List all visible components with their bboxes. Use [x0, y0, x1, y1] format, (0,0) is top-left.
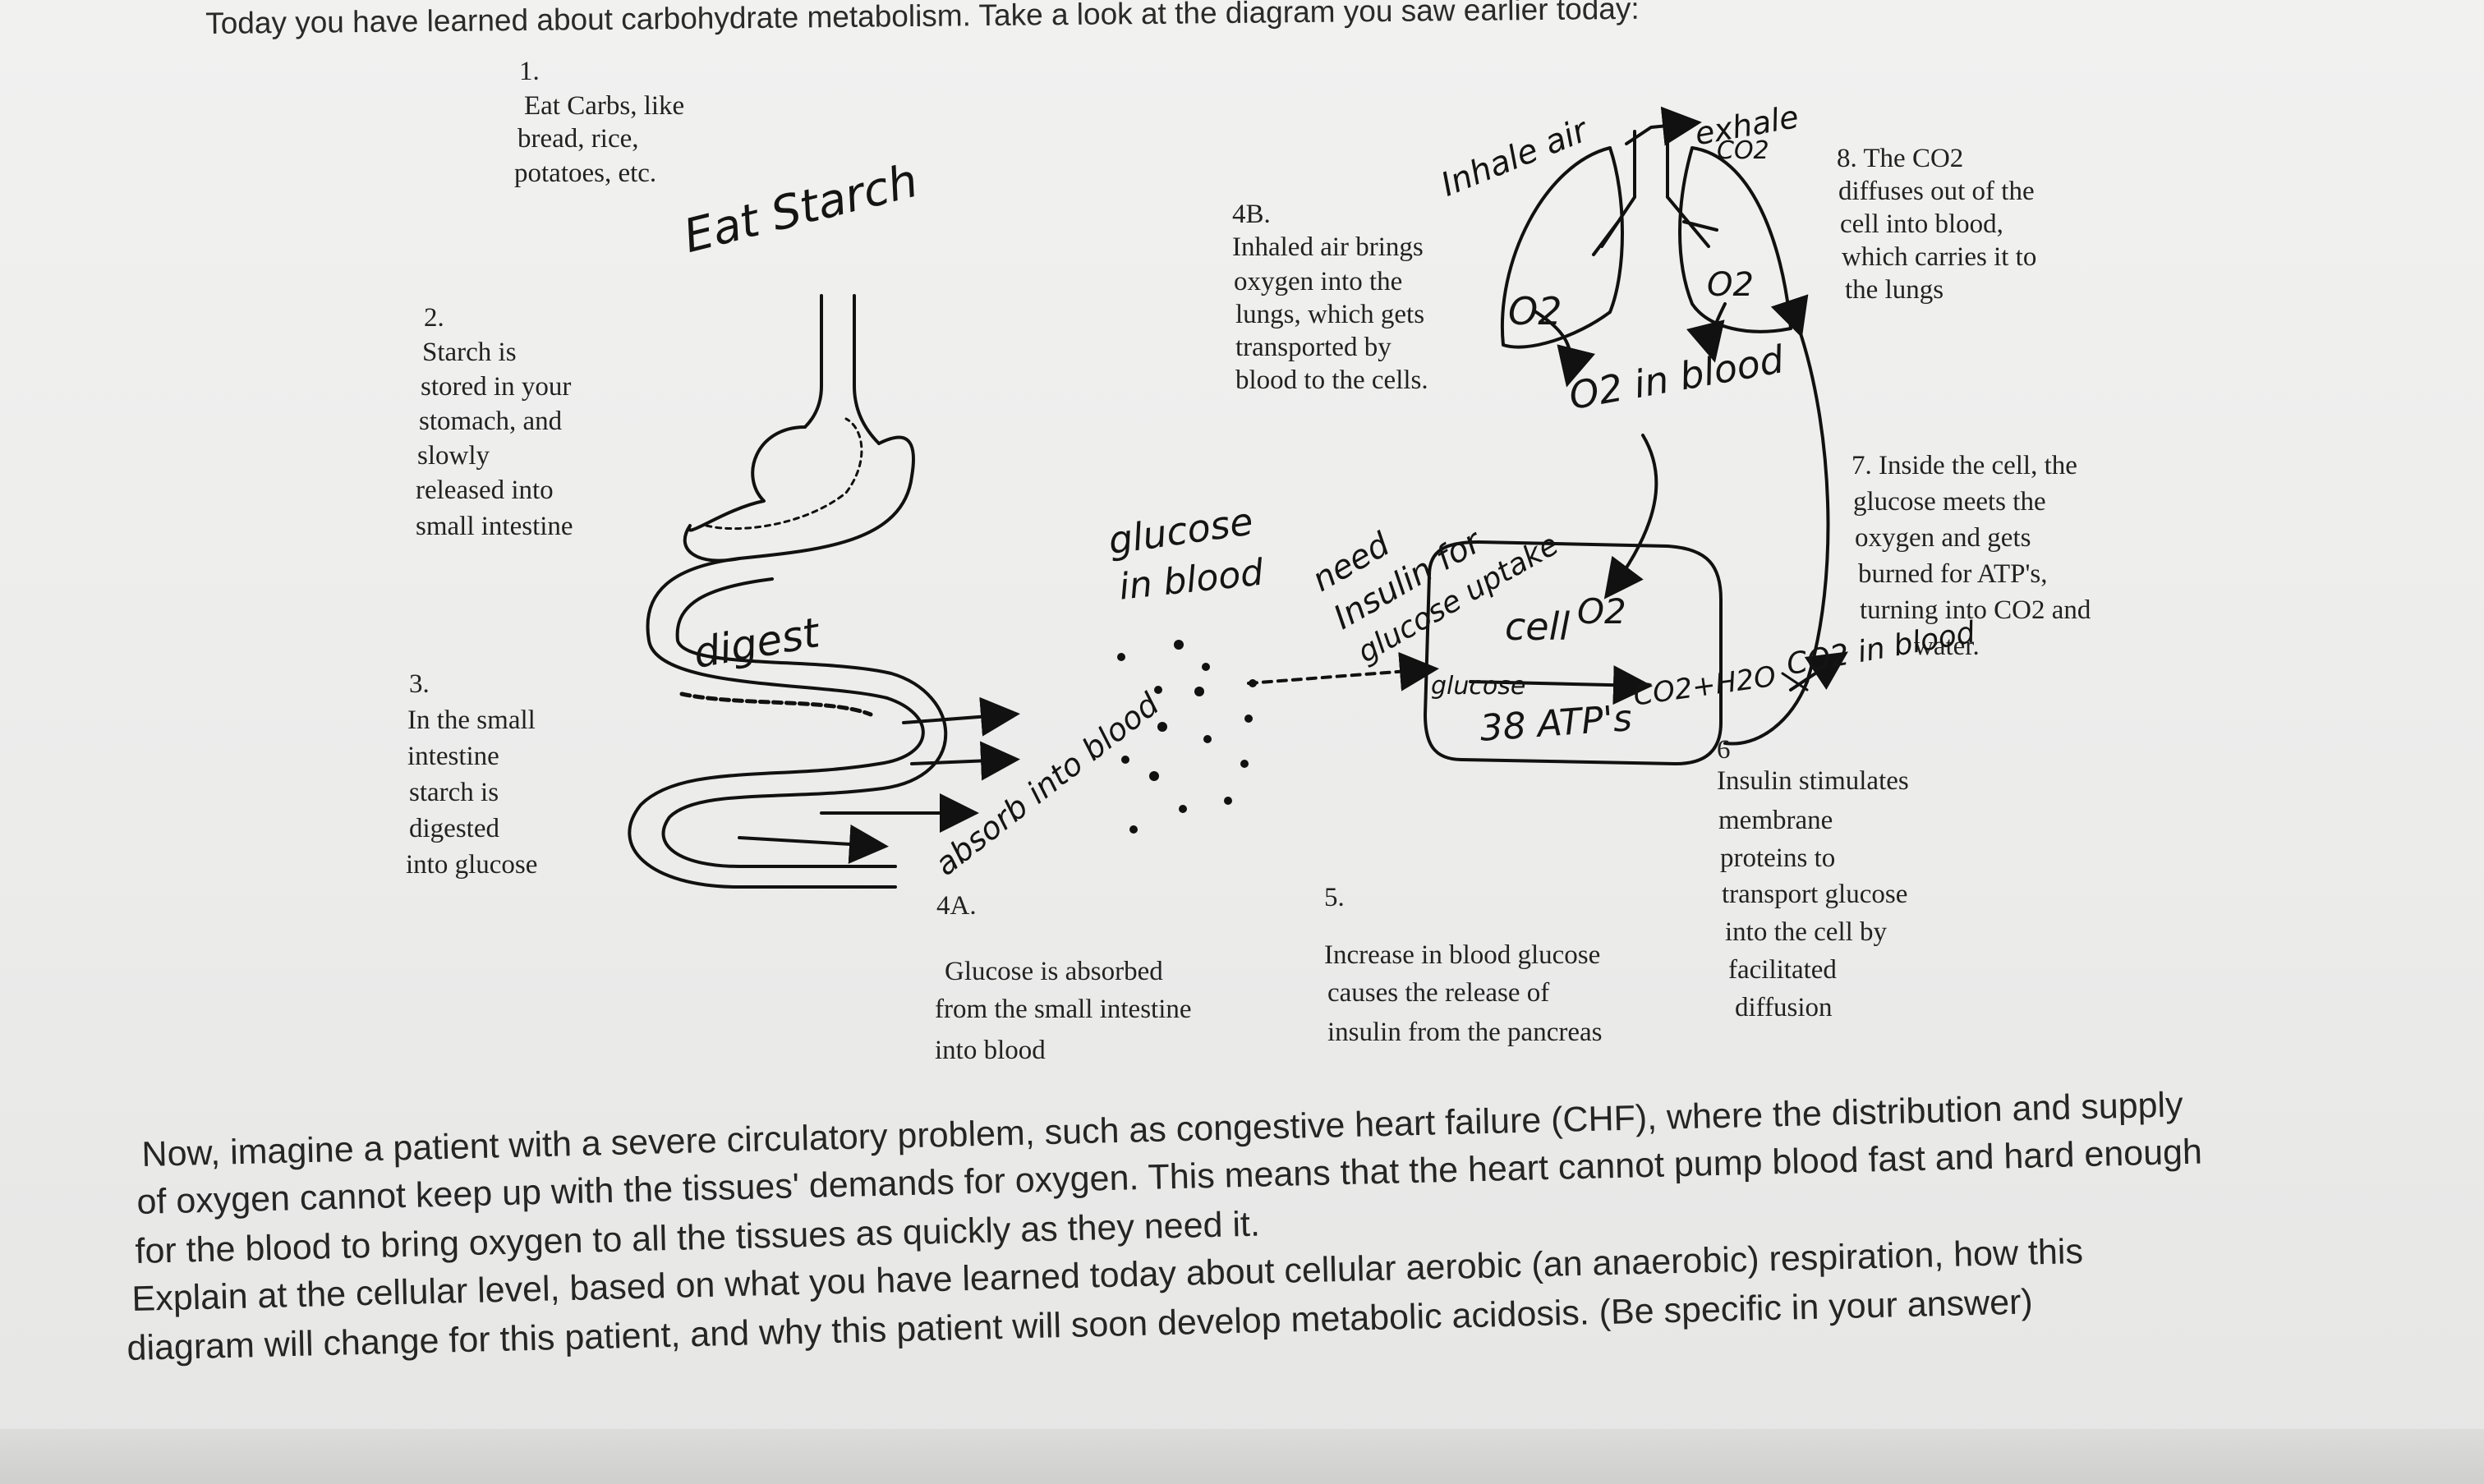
step4b-line5: blood to the cells.: [1235, 365, 1428, 395]
step7-line6: water.: [1914, 632, 1980, 661]
step4b-line2: oxygen into the: [1234, 267, 1403, 296]
small-intestine: [628, 557, 925, 889]
blood-path-co2: [1723, 294, 1830, 746]
step1-number: 1.: [519, 57, 540, 86]
step2-line3: stomach, and: [419, 407, 563, 436]
glucose-dots: [1117, 640, 1257, 834]
step3-number: 3.: [409, 669, 430, 699]
step6-line1: Insulin stimulates: [1717, 766, 1909, 796]
handwritten-cell-o2: O2: [1577, 591, 1626, 632]
esophagus: [803, 294, 823, 429]
step4a-line1: Glucose is absorbed: [945, 957, 1163, 986]
step3-line3: starch is: [409, 778, 499, 807]
cell-outline: [1424, 540, 1723, 765]
step2-line2: stored in your: [421, 372, 572, 402]
step3-line4: digested: [409, 814, 499, 843]
step5-line1: Increase in blood glucose: [1324, 940, 1601, 970]
handwritten-cell: cell: [1505, 604, 1571, 649]
step6-line4: transport glucose: [1722, 880, 1908, 909]
step2-number: 2.: [424, 303, 444, 333]
step3-line5: into glucose: [406, 850, 538, 880]
step5-line2: causes the release of: [1327, 978, 1550, 1008]
step8-line3: cell into blood,: [1840, 209, 2003, 239]
step1-line3: potatoes, etc.: [514, 159, 657, 188]
step7-line4: burned for ATP's,: [1858, 559, 2048, 589]
step6-line6: facilitated: [1728, 955, 1837, 985]
handwritten-co2-lung: CO2: [1717, 136, 1769, 165]
step7-line1: 7. Inside the cell, the: [1852, 451, 2077, 480]
handwritten-o2-left: O2: [1508, 289, 1562, 333]
step4b-line1: Inhaled air brings: [1232, 232, 1424, 262]
step4a-number: 4A.: [936, 891, 977, 921]
step4a-line3: into blood: [935, 1036, 1046, 1065]
step5-line3: insulin from the pancreas: [1327, 1018, 1603, 1047]
step2-line4: slowly: [417, 441, 490, 471]
right-lung: [1678, 146, 1792, 333]
step6-line3: proteins to: [1720, 843, 1836, 873]
step6-line7: diffusion: [1735, 993, 1833, 1022]
step8-line4: which carries it to: [1842, 242, 2037, 272]
stomach: [683, 425, 915, 563]
step5-number: 5.: [1324, 883, 1345, 912]
step4b-line3: lungs, which gets: [1235, 300, 1425, 329]
blood-path-o2: [1603, 434, 1658, 600]
step6-line2: membrane: [1718, 806, 1833, 835]
step4b-number: 4B.: [1232, 200, 1271, 229]
step3-line2: intestine: [407, 742, 499, 771]
left-lung: [1500, 146, 1624, 349]
step7-line3: oxygen and gets: [1855, 523, 2031, 553]
step7-line5: turning into CO2 and: [1860, 595, 2091, 625]
step6-number: 6: [1717, 735, 1731, 765]
step8-line2: diffuses out of the: [1838, 177, 2035, 206]
step7-line2: glucose meets the: [1853, 487, 2046, 517]
handwritten-o2-right: O2: [1707, 266, 1754, 304]
step3-line1: In the small: [407, 705, 536, 735]
step2-line5: released into: [416, 476, 554, 505]
trachea: [1592, 130, 1718, 256]
step4b-line4: transported by: [1235, 333, 1392, 362]
step2-line1: Starch is: [422, 338, 517, 367]
handwritten-glucose-cell: glucose: [1431, 672, 1526, 701]
step2-line6: small intestine: [416, 512, 573, 541]
step8-line5: the lungs: [1845, 275, 1944, 305]
step6-line5: into the cell by: [1725, 917, 1888, 947]
step1-line1: Eat Carbs, like: [524, 91, 685, 121]
paper-edge-shadow: [0, 1429, 2484, 1484]
step4a-line2: from the small intestine: [935, 995, 1192, 1024]
step8-line1: 8. The CO2: [1837, 144, 1964, 173]
step1-line2: bread, rice,: [518, 124, 639, 154]
